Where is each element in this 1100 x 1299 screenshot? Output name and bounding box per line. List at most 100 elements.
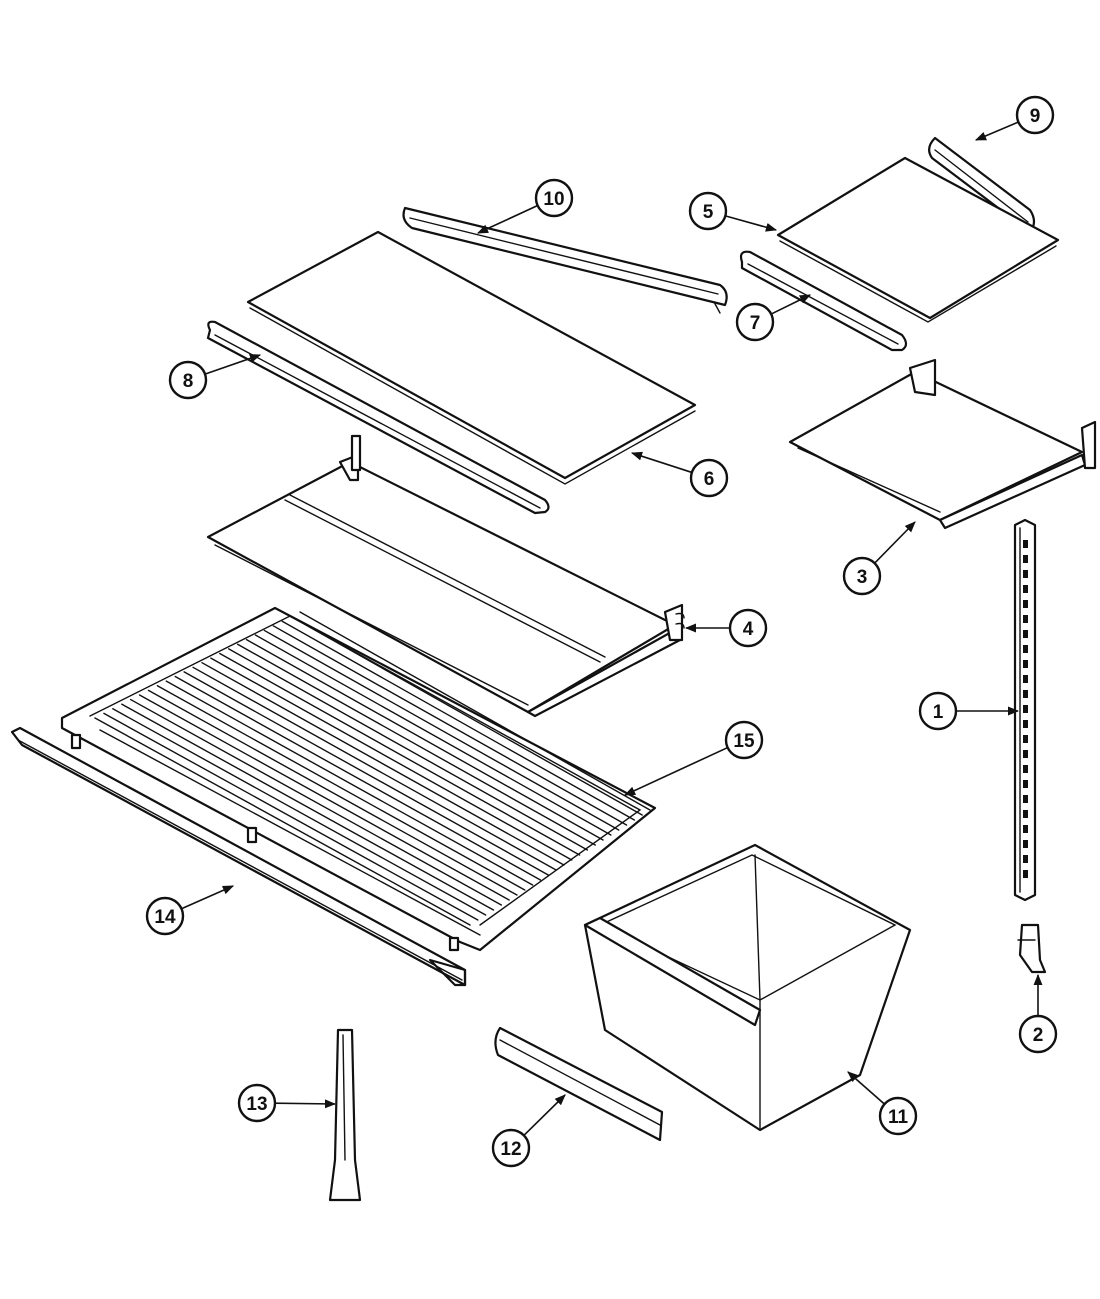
ladder-slot: [1023, 630, 1028, 638]
ladder-slot: [1023, 855, 1028, 863]
wire-bar: [201, 661, 565, 866]
callout-label: 11: [888, 1107, 909, 1128]
callout-bubble: [728, 608, 768, 648]
wire-bar: [121, 703, 495, 911]
ladder-slot: [1023, 780, 1028, 788]
part-shelf-ladder: [1013, 518, 1037, 902]
wire-bar: [263, 629, 620, 831]
callout-13: 13: [237, 1083, 277, 1123]
callout-2: 2: [1018, 1014, 1058, 1054]
ladder-slot: [1023, 585, 1028, 593]
ladder-slot: [1023, 720, 1028, 728]
callout-label: 6: [704, 469, 715, 490]
callout-label: 13: [246, 1094, 267, 1115]
part-ladder-support: [1017, 923, 1047, 974]
ladder-slot: [1023, 795, 1028, 803]
callout-11: 11: [878, 1096, 918, 1136]
wire-bar: [227, 648, 589, 851]
ladder-slot: [1023, 870, 1028, 878]
wire-bar: [236, 643, 596, 846]
callout-bubble: [724, 720, 764, 760]
part-rear-trim-small: [739, 250, 908, 352]
leader-line-3: [874, 521, 916, 564]
callout-label: 15: [733, 731, 755, 752]
leader-line-10: [476, 204, 538, 234]
part-crisper-rail: [494, 1026, 664, 1142]
part-wire-shelf: [60, 606, 657, 952]
callout-6: 6: [689, 458, 729, 498]
callout-bubble: [145, 896, 185, 936]
callout-bubble: [491, 1128, 531, 1168]
callout-label: 1: [933, 702, 944, 723]
part-glass-shelf-large: [246, 230, 697, 485]
callout-15: 15: [724, 720, 764, 760]
ladder-slots: [1023, 540, 1028, 878]
callout-9: 9: [1015, 95, 1055, 135]
wire-bar: [129, 698, 503, 906]
callout-label: 7: [750, 313, 761, 334]
callout-1: 1: [918, 691, 958, 731]
wire-bar: [281, 620, 636, 821]
callout-12: 12: [491, 1128, 531, 1168]
leader-line-5: [725, 215, 778, 232]
callout-bubble: [1018, 1014, 1058, 1054]
ladder-slot: [1023, 570, 1028, 578]
leader-line-6: [630, 451, 693, 474]
ladder-slot: [1023, 690, 1028, 698]
wire-bar: [94, 717, 471, 926]
callout-bubble: [842, 556, 882, 596]
ladder-slot: [1023, 615, 1028, 623]
leader-line-7: [770, 294, 812, 315]
ladder-slot: [1023, 735, 1028, 743]
leader-line-11: [847, 1071, 886, 1105]
wire-bar: [290, 615, 643, 816]
callout-14: 14: [145, 896, 185, 936]
callout-bubble: [688, 191, 728, 231]
wire-bar: [103, 712, 479, 921]
ladder-slot: [1023, 840, 1028, 848]
ladder-slot: [1023, 750, 1028, 758]
callout-8: 8: [168, 360, 208, 400]
ladder-slot: [1023, 765, 1028, 773]
callout-label: 4: [743, 619, 754, 640]
callout-bubble: [534, 178, 574, 218]
callout-label: 8: [183, 371, 194, 392]
ladder-slot: [1023, 540, 1028, 548]
callout-bubble: [735, 302, 775, 342]
callout-3: 3: [842, 556, 882, 596]
wire-bar: [219, 652, 581, 856]
ladder-slot: [1023, 555, 1028, 563]
part-crisper-pan: [583, 843, 912, 1132]
wire-bar: [165, 680, 534, 886]
part-shelf-frame-large: [206, 434, 685, 718]
ladder-slot: [1023, 600, 1028, 608]
wire-bar: [147, 689, 518, 896]
wire-bar: [254, 634, 612, 836]
callout-label: 9: [1030, 106, 1041, 127]
wire-bar: [183, 671, 549, 876]
ladder-slot: [1023, 660, 1028, 668]
callout-4: 4: [728, 608, 768, 648]
callout-bubble: [168, 360, 208, 400]
ladder-slot: [1023, 675, 1028, 683]
wire-bar: [299, 611, 651, 811]
part-shelf-frame-small: [788, 358, 1097, 530]
leader-line-12: [523, 1094, 566, 1136]
ladder-slot: [1023, 705, 1028, 713]
part-divider-post: [328, 1028, 362, 1202]
callout-label: 14: [154, 907, 176, 928]
wire-bar: [174, 675, 542, 881]
part-glass-shelf-small: [776, 156, 1060, 323]
wire-bar: [192, 666, 557, 871]
wire-shelf-bars: [94, 611, 651, 926]
callout-10: 10: [534, 178, 574, 218]
part-front-trim: [10, 726, 467, 987]
callout-bubble: [1015, 95, 1055, 135]
callout-label: 3: [857, 567, 868, 588]
callout-label: 5: [703, 202, 714, 223]
ladder-slot: [1023, 825, 1028, 833]
leader-line-15: [623, 746, 728, 796]
callout-bubble: [689, 458, 729, 498]
